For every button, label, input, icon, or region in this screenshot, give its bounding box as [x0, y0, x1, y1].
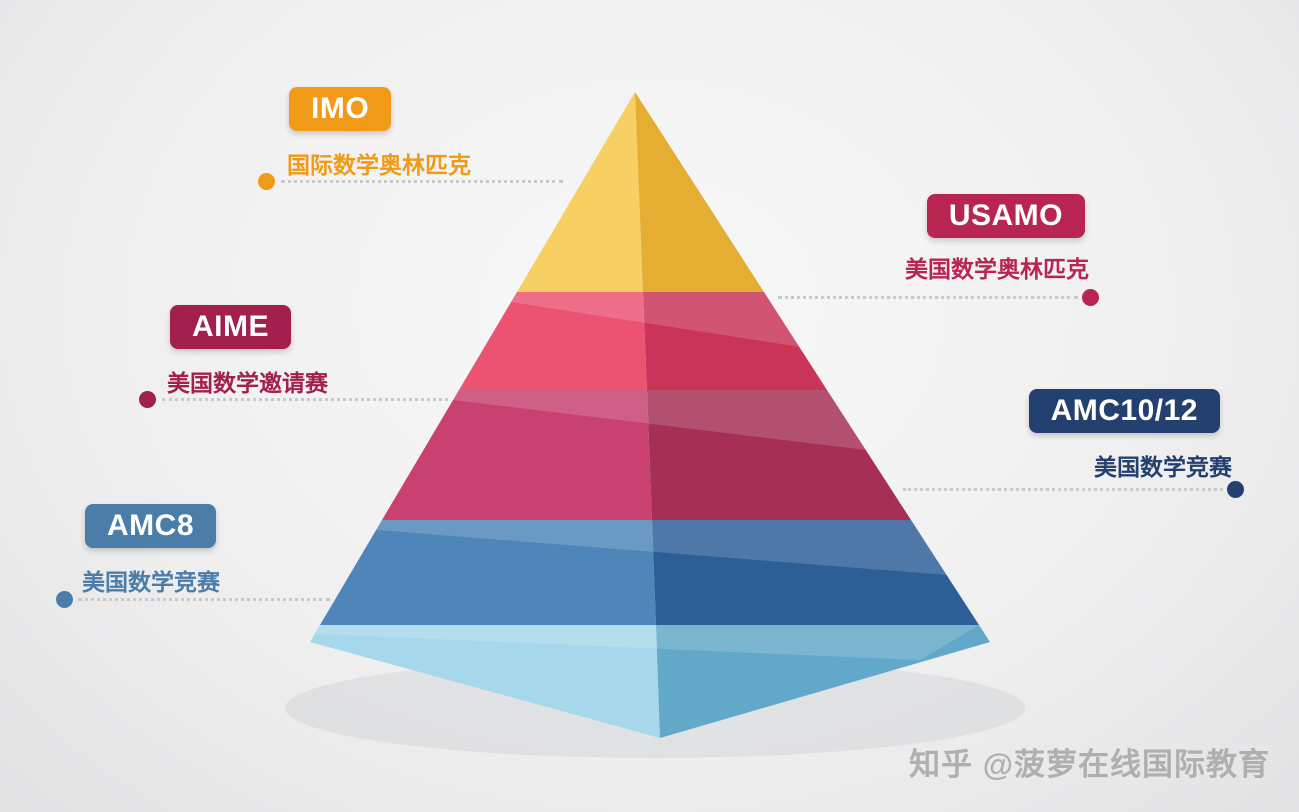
pyramid-level-amc8-right-face — [656, 625, 990, 738]
pyramid-level-aime-left-face — [382, 390, 652, 520]
pyramid-level-amc8-left-face — [310, 625, 660, 738]
pyramid-sheen-2 — [453, 390, 866, 450]
imo-dot — [258, 173, 275, 190]
pyramid-level-usamo-right-face — [643, 292, 827, 390]
pyramid-level-aime-right-face — [647, 390, 911, 520]
amc8-dot — [56, 591, 73, 608]
aime-badge: AIME — [170, 305, 291, 349]
pyramid-level-amc1012-right-face — [652, 520, 979, 625]
pyramid-level-imo-right-face — [635, 92, 764, 292]
amc1012-badge: AMC10/12 — [1028, 389, 1220, 433]
pyramid-level-amc1012-left-face — [320, 520, 656, 625]
amc1012-dot — [1227, 481, 1244, 498]
aime-description: 美国数学邀请赛 — [167, 370, 328, 396]
usamo-description: 美国数学奥林匹克 — [905, 256, 1089, 282]
pyramid-sheen-1 — [511, 292, 800, 347]
amc1012-description: 美国数学竞赛 — [1094, 454, 1232, 480]
imo-description: 国际数学奥林匹克 — [287, 152, 471, 178]
aime-connector-line — [162, 398, 448, 401]
amc8-badge: AMC8 — [85, 504, 217, 548]
usamo-dot — [1082, 289, 1099, 306]
amc1012-connector-line — [903, 488, 1223, 491]
pyramid-level-imo-left-face — [517, 92, 643, 292]
watermark: 知乎 @菠萝在线国际教育 — [909, 747, 1270, 782]
usamo-connector-line — [778, 296, 1078, 299]
imo-connector-line — [281, 180, 563, 183]
amc8-connector-line — [78, 598, 330, 601]
pyramid-level-usamo-left-face — [459, 292, 647, 390]
amc8-description: 美国数学竞赛 — [82, 569, 220, 595]
pyramid-sheen-4 — [316, 625, 979, 660]
pyramid-sheen-3 — [376, 520, 947, 575]
imo-badge: IMO — [289, 87, 392, 131]
aime-dot — [139, 391, 156, 408]
usamo-badge: USAMO — [926, 194, 1085, 238]
